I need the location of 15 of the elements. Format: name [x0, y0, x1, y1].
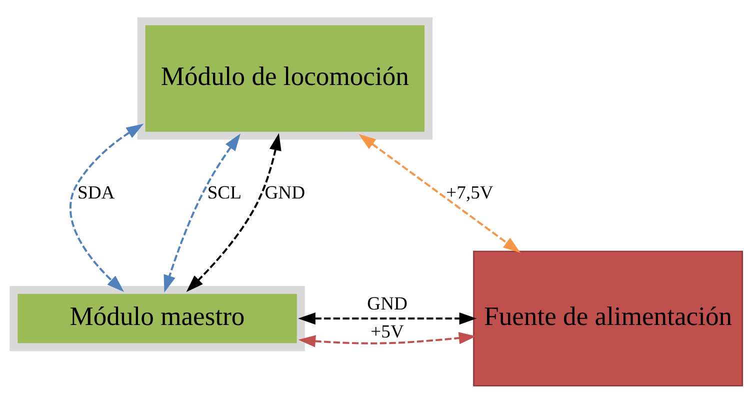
edge-label: +5V	[370, 320, 404, 342]
arrow	[298, 312, 477, 324]
edge-label: GND	[264, 182, 306, 203]
node-box: Módulo maestro	[10, 285, 305, 351]
arrow	[164, 133, 240, 292]
arrow	[186, 132, 282, 292]
edge-label: SDA	[77, 182, 115, 203]
edge-label: +7,5V	[446, 182, 494, 203]
arrow	[298, 332, 476, 347]
arrow	[358, 134, 520, 252]
edge-label: SCL	[207, 182, 242, 203]
node-box: Fuente de alimentación	[473, 250, 744, 386]
arrow	[69, 123, 144, 292]
node-box: Módulo de locomoción	[137, 16, 433, 140]
edge-label: GND	[367, 292, 408, 314]
